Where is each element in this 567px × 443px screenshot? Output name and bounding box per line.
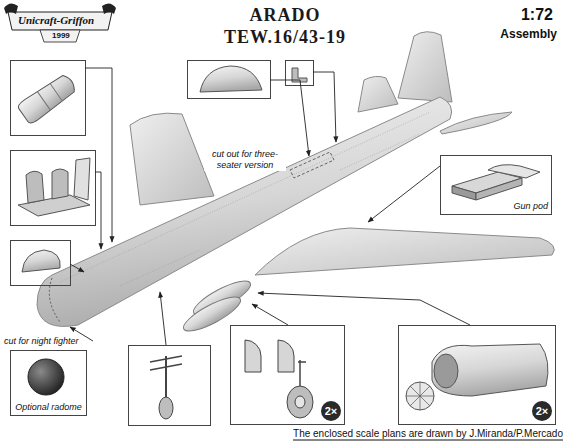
- part-box: [11, 61, 86, 136]
- part-box: [188, 61, 271, 99]
- nose-gear-part: [159, 397, 173, 419]
- far-tailplane: [358, 76, 398, 112]
- quantity-badge: 2×: [321, 401, 341, 421]
- sheet-kind: Assembly: [500, 27, 557, 41]
- gun-pod-part: [488, 165, 540, 178]
- caption-underline: [293, 440, 563, 441]
- maker-name: Unicraft-Griffon: [18, 14, 94, 26]
- maker-logo: [4, 3, 18, 14]
- intake-part: [434, 354, 458, 388]
- fuselage: [37, 97, 452, 326]
- part-box: [286, 61, 314, 86]
- main-gear-part: [245, 340, 313, 418]
- leader-lines: [70, 68, 470, 345]
- main-gear-part: [295, 396, 305, 408]
- nose-gear-part: [150, 356, 182, 419]
- part-box: [11, 151, 96, 226]
- wheel-box: 2×: [230, 325, 345, 425]
- nose-cut-line: [49, 278, 60, 322]
- intake-part: [432, 344, 548, 396]
- canopy-part: [17, 72, 79, 126]
- panel-hatching: [340, 134, 420, 170]
- intake-part: [406, 344, 548, 410]
- cut-note: cut for night fighter: [4, 336, 79, 346]
- leader-line: [70, 264, 84, 272]
- radome-part: [28, 359, 64, 395]
- near-wing: [255, 228, 554, 275]
- credit-caption: The enclosed scale plans are drawn by J.…: [293, 428, 563, 439]
- part-box: [129, 346, 211, 426]
- part-caption: Gun pod: [513, 201, 548, 211]
- quantity-badge: 2×: [532, 401, 552, 421]
- part-box: [11, 241, 71, 286]
- leader-line: [252, 304, 288, 325]
- leader-line: [368, 166, 440, 222]
- gun-pod-box: Gun pod: [440, 155, 552, 215]
- leader-line: [95, 172, 101, 249]
- canopy-part: [200, 66, 262, 92]
- cutout-outline: [290, 152, 334, 178]
- maker-logo: [40, 30, 80, 42]
- main-gear-part: [278, 340, 294, 372]
- intake-part: [406, 382, 434, 410]
- leader-line: [160, 292, 166, 345]
- far-wing: [130, 113, 214, 205]
- radome-box: Optional radome: [10, 350, 87, 416]
- intake-box: 2×: [398, 325, 556, 425]
- maker-logo: [4, 3, 116, 42]
- engine: [180, 291, 245, 337]
- canopy-part: [38, 83, 63, 110]
- main-gear-part: [287, 386, 313, 418]
- part-caption: Optional radome: [15, 402, 82, 412]
- main-gear-part: [245, 340, 261, 372]
- cockpit-part: [52, 169, 68, 199]
- scale-mark: 1:72: [521, 6, 553, 24]
- maker-logo: [8, 12, 112, 30]
- tail-fin: [398, 32, 452, 102]
- small-part: [22, 250, 60, 272]
- near-tailplane: [440, 112, 512, 134]
- leader-line: [258, 293, 470, 325]
- leader-line: [270, 80, 309, 156]
- gun-pod-part: [476, 178, 522, 200]
- intake-part: [406, 382, 434, 410]
- cockpit-part: [18, 158, 90, 216]
- gun-pod-part: [452, 165, 540, 200]
- part-box: [11, 61, 314, 426]
- leader-line: [313, 72, 336, 142]
- canopy-part: [17, 72, 79, 126]
- cut-note: cut out for three-seater version: [204, 149, 286, 171]
- sheet-title: ARADO TEW.16/43-19: [205, 4, 365, 48]
- maker-logo: [102, 3, 116, 14]
- year-mark: 1999: [52, 31, 70, 40]
- gun-pod-part: [452, 186, 476, 200]
- nose-gear-part: [165, 356, 167, 398]
- panel-hatching: [120, 250, 200, 286]
- cockpit-part: [26, 171, 44, 203]
- leader-line: [85, 68, 112, 242]
- nose-gear-part: [150, 356, 182, 370]
- cockpit-part: [74, 158, 90, 200]
